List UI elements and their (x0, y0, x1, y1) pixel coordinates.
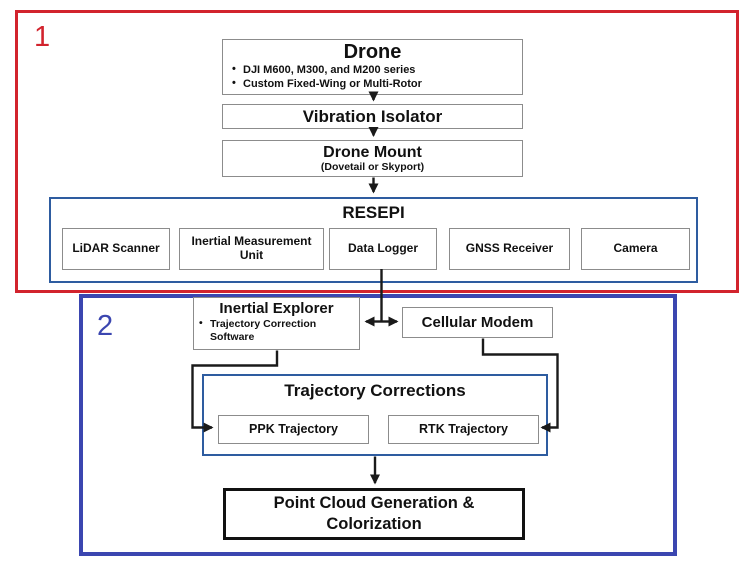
drone-bullet: DJI M600, M300, and M200 series (223, 63, 422, 78)
group-trajectory-corrections-title: Trajectory Corrections (284, 381, 466, 400)
resepi-component-gnss-receiver: GNSS Receiver (449, 228, 570, 270)
node-inertial-explorer-title: Inertial Explorer (219, 300, 334, 317)
resepi-component-lidar-scanner: LiDAR Scanner (62, 228, 170, 270)
node-inertial-explorer: Inertial Explorer Trajectory Correction … (193, 297, 360, 350)
group-resepi: RESEPI LiDAR Scanner Inertial Measuremen… (49, 197, 698, 283)
resepi-component-imu: Inertial Measurement Unit (179, 228, 324, 270)
node-drone-mount: Drone Mount (Dovetail or Skyport) (222, 140, 523, 177)
node-drone-mount-title: Drone Mount (323, 143, 422, 161)
group-trajectory-corrections: Trajectory Corrections PPK Trajectory RT… (202, 374, 548, 456)
node-drone: Drone DJI M600, M300, and M200 series Cu… (222, 39, 523, 95)
node-inertial-explorer-bullets: Trajectory Correction Software (194, 317, 340, 344)
region-2-box: 2 (79, 294, 677, 556)
node-drone-bullets: DJI M600, M300, and M200 series Custom F… (223, 63, 422, 92)
component-ppk-trajectory: PPK Trajectory (218, 415, 369, 444)
node-vibration-isolator: Vibration Isolator (222, 104, 523, 129)
node-cellular-modem-title: Cellular Modem (421, 314, 534, 331)
resepi-component-camera: Camera (581, 228, 690, 270)
region-1-label: 1 (34, 21, 51, 53)
region-1-box: 1 (15, 10, 739, 293)
node-cellular-modem: Cellular Modem (402, 307, 553, 338)
node-vibration-isolator-title: Vibration Isolator (302, 106, 443, 126)
inertial-explorer-bullet: Trajectory Correction Software (194, 317, 340, 344)
resepi-component-data-logger: Data Logger (329, 228, 437, 270)
node-point-cloud: Point Cloud Generation & Colorization (223, 488, 525, 540)
region-2-label: 2 (97, 310, 114, 342)
group-resepi-title: RESEPI (342, 203, 405, 222)
drone-bullet: Custom Fixed-Wing or Multi-Rotor (223, 77, 422, 92)
node-drone-title: Drone (343, 41, 402, 63)
node-point-cloud-title: Point Cloud Generation & Colorization (273, 493, 475, 533)
node-drone-mount-subtitle: (Dovetail or Skyport) (320, 160, 425, 173)
component-rtk-trajectory: RTK Trajectory (388, 415, 539, 444)
